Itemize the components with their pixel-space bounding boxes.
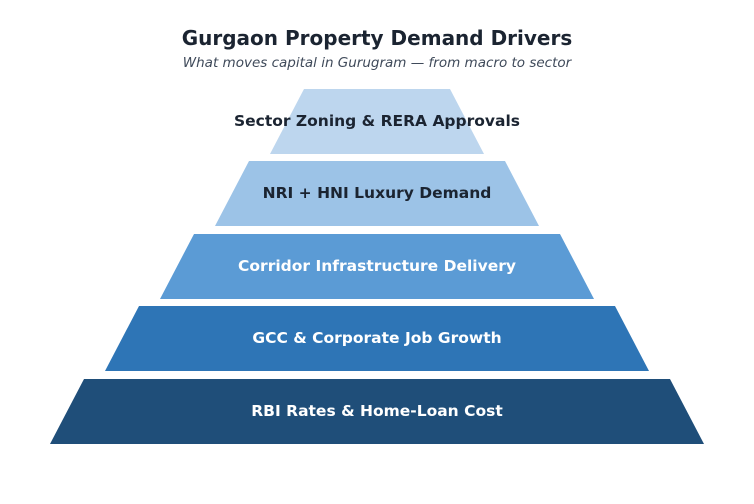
diagram-title: Gurgaon Property Demand Drivers	[181, 26, 573, 50]
pyramid-tier-5-shape	[50, 379, 704, 444]
diagram-subtitle: What moves capital in Gurugram — from ma…	[182, 55, 572, 71]
pyramid-tier-2: NRI + HNI Luxury Demand	[215, 161, 539, 226]
pyramid-tier-1-shape	[270, 89, 484, 154]
pyramid-tier-1-label: Sector Zoning & RERA Approvals	[234, 112, 520, 130]
pyramid-tier-5: RBI Rates & Home-Loan Cost	[50, 379, 704, 444]
pyramid-tier-3-label: Corridor Infrastructure Delivery	[238, 257, 516, 275]
pyramid-tier-4-label: GCC & Corporate Job Growth	[252, 329, 501, 347]
pyramid-tier-2-shape	[215, 161, 539, 226]
pyramid-tier-4-shape	[105, 306, 649, 371]
pyramid-tier-4: GCC & Corporate Job Growth	[105, 306, 649, 371]
pyramid-tier-1: Sector Zoning & RERA Approvals	[234, 89, 520, 154]
pyramid-tier-5-label: RBI Rates & Home-Loan Cost	[251, 402, 503, 420]
pyramid-tier-2-label: NRI + HNI Luxury Demand	[263, 184, 492, 202]
pyramid-tier-3: Corridor Infrastructure Delivery	[160, 234, 594, 299]
pyramid-tier-3-shape	[160, 234, 594, 299]
